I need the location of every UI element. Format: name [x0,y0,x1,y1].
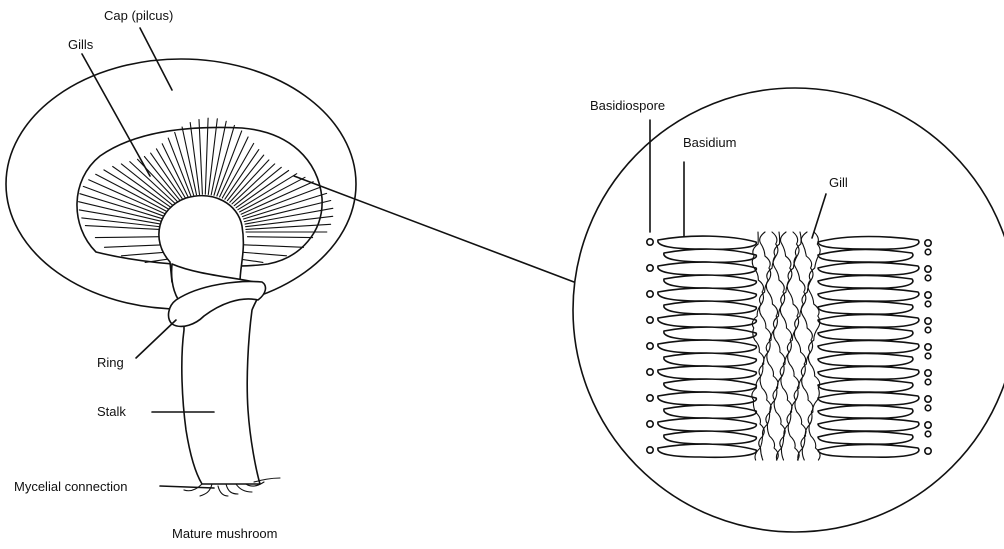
basidiospore [925,327,931,333]
trama-hypha [794,232,806,460]
basidiospore [647,239,653,245]
basidium-label: Basidium [683,136,736,149]
basidiospore [647,447,653,453]
basidium-cell [818,315,919,328]
basidiospore [647,291,653,297]
basidiospore [925,266,931,272]
gill-leader [812,194,826,238]
basidiospore [925,240,931,246]
basidium-cell [818,367,919,380]
basidium-cell [818,276,913,289]
basidium-cell [658,340,757,353]
cap-label: Cap (pilcus) [104,9,173,22]
basidiospore [925,301,931,307]
trama-hypha [787,232,799,460]
diagram-caption: Mature mushroom [172,527,277,540]
basidium-cell [658,288,757,301]
basidiospore [925,448,931,454]
mycelial-label: Mycelial connection [14,480,127,493]
basidiospore [647,395,653,401]
basidium-cell [664,379,757,392]
basidiospore [925,422,931,428]
basidium-cell [818,250,913,263]
mycelial-leader [160,486,214,488]
gills-label: Gills [68,38,93,51]
trama-hypha [773,232,785,460]
basidiospore [925,379,931,385]
trama-hypha [780,232,792,460]
trama-hypha [759,232,771,460]
basidium-cell [664,327,757,340]
basidiospore [925,275,931,281]
basidium-cell [818,354,913,367]
basidium-cell [818,289,919,302]
basidium-cell [658,262,757,275]
basidium-cell [818,393,919,406]
basidiospore [925,318,931,324]
gill-label: Gill [829,176,848,189]
basidium-cell [818,237,919,250]
basidiospore [647,317,653,323]
basidium-cell [664,275,757,288]
basidium-cell [658,236,757,249]
basidiospore [647,369,653,375]
basidium-cell [664,353,757,366]
magnified-gill-tissue [647,232,931,460]
basidium-cell [818,380,913,393]
basidiospore [925,344,931,350]
basidiospore [925,370,931,376]
basidiospore-label: Basidiospore [590,99,665,112]
basidiospore [647,343,653,349]
basidium-cell [658,314,757,327]
basidium-cell [664,431,757,444]
basidiospore [925,396,931,402]
stalk-label: Stalk [97,405,126,418]
basidium-cell [664,249,757,262]
basidium-cell [658,392,757,405]
magnified-circle [573,88,1004,532]
basidium-cell [818,328,913,341]
basidiospore [925,292,931,298]
basidium-cell [658,444,757,457]
basidium-cell [664,301,757,314]
basidium-cell [818,341,919,354]
basidium-cell [818,445,919,458]
basidium-cell [818,263,919,276]
ring-leader [136,320,176,358]
basidiospore [647,265,653,271]
basidium-cell [664,405,757,418]
basidium-cell [658,366,757,379]
basidium-cell [818,419,919,432]
basidiospore [925,353,931,359]
trama-hypha [766,232,778,460]
basidium-cell [658,418,757,431]
basidiospore [647,421,653,427]
magnify-connector [294,176,574,282]
basidium-cell [818,406,913,419]
basidium-cell [818,302,913,315]
basidium-cell [818,432,913,445]
basidiospore [925,431,931,437]
ring-label: Ring [97,356,124,369]
basidiospore [925,405,931,411]
basidiospore [925,249,931,255]
